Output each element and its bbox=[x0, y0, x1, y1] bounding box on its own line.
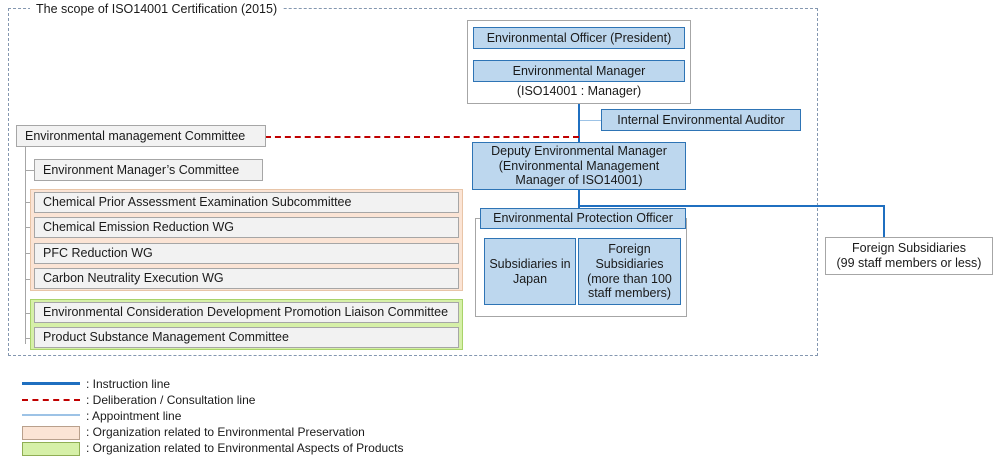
environmental-manager-label: Environmental Manager bbox=[512, 63, 646, 78]
legend-swatch-appointment-line bbox=[22, 408, 80, 423]
instruction-line-top-to-deputy bbox=[578, 104, 580, 142]
environmental-officer-label: Environmental Officer (President) bbox=[486, 30, 672, 45]
scope-title: The scope of ISO14001 Certification (201… bbox=[30, 1, 284, 17]
deputy-environmental-manager-box[interactable]: Deputy Environmental Manager (Environmen… bbox=[472, 142, 686, 190]
legend-label-appointment: : Appointment line bbox=[86, 408, 182, 423]
preservation-item-2[interactable]: PFC Reduction WG bbox=[34, 243, 459, 264]
preservation-item-0-label: Chemical Prior Assessment Examination Su… bbox=[43, 195, 352, 210]
legend-label-preservation: : Organization related to Environmental … bbox=[86, 424, 365, 439]
legend-swatch-deliberation-line bbox=[22, 392, 80, 407]
products-item-1[interactable]: Product Substance Management Committee bbox=[34, 327, 459, 348]
foreign-large-line-4: staff members) bbox=[587, 286, 672, 301]
foreign-large-line-1: Foreign bbox=[608, 242, 651, 256]
foreign-small-line-1: Foreign Subsidiaries bbox=[852, 241, 966, 255]
foreign-large-line-3: (more than 100 bbox=[587, 271, 672, 286]
legend-row-appointment: : Appointment line bbox=[22, 408, 522, 423]
legend-swatch-preservation-fill bbox=[22, 424, 80, 440]
products-item-0-label: Environmental Consideration Development … bbox=[43, 305, 449, 320]
foreign-subsidiaries-large-box[interactable]: Foreign Subsidiaries (more than 100 staf… bbox=[578, 238, 681, 305]
preservation-item-1[interactable]: Chemical Emission Reduction WG bbox=[34, 217, 459, 238]
legend-label-deliberation: : Deliberation / Consultation line bbox=[86, 392, 256, 407]
instruction-line-deputy-to-protection bbox=[578, 190, 580, 211]
appointment-line-to-auditor bbox=[580, 120, 602, 121]
foreign-small-line-2: (99 staff members or less) bbox=[836, 256, 982, 270]
foreign-subsidiaries-small-box[interactable]: Foreign Subsidiaries (99 staff members o… bbox=[825, 237, 993, 275]
subsidiaries-japan-line-2: Japan bbox=[512, 271, 548, 286]
instruction-line-to-foreign-small-h bbox=[578, 205, 885, 207]
deputy-line-3: Manager of ISO14001) bbox=[515, 173, 643, 188]
internal-environmental-auditor-label: Internal Environmental Auditor bbox=[617, 112, 785, 127]
iso14001-scope-frame bbox=[8, 8, 818, 356]
preservation-item-3[interactable]: Carbon Neutrality Execution WG bbox=[34, 268, 459, 289]
legend-label-products: : Organization related to Environmental … bbox=[86, 440, 404, 455]
legend: : Instruction line : Deliberation / Cons… bbox=[22, 376, 522, 456]
products-item-1-label: Product Substance Management Committee bbox=[43, 330, 289, 345]
internal-environmental-auditor-box[interactable]: Internal Environmental Auditor bbox=[601, 109, 801, 131]
deputy-line-2: (Environmental Management bbox=[498, 158, 660, 173]
tree-stub-1 bbox=[25, 170, 35, 171]
legend-label-instruction: : Instruction line bbox=[86, 376, 171, 391]
preservation-item-0[interactable]: Chemical Prior Assessment Examination Su… bbox=[34, 192, 459, 213]
manager-iso-note-label: (ISO14001 : Manager) bbox=[516, 84, 642, 98]
manager-iso-note: (ISO14001 : Manager) bbox=[473, 83, 685, 99]
environment-managers-committee-label: Environment Manager’s Committee bbox=[43, 162, 240, 177]
deputy-line-1: Deputy Environmental Manager bbox=[491, 143, 667, 158]
legend-swatch-products-fill bbox=[22, 440, 80, 456]
environment-managers-committee-box[interactable]: Environment Manager’s Committee bbox=[34, 159, 263, 181]
legend-swatch-instruction-line bbox=[22, 376, 80, 391]
environmental-protection-officer-label: Environmental Protection Officer bbox=[493, 211, 673, 226]
legend-row-products: : Organization related to Environmental … bbox=[22, 440, 522, 456]
environmental-manager-box[interactable]: Environmental Manager bbox=[473, 60, 685, 82]
subsidiaries-in-japan-box[interactable]: Subsidiaries in Japan bbox=[484, 238, 576, 305]
left-tree-spine bbox=[25, 147, 26, 344]
legend-row-preservation: : Organization related to Environmental … bbox=[22, 424, 522, 440]
instruction-line-to-foreign-small-v bbox=[883, 205, 885, 238]
preservation-item-1-label: Chemical Emission Reduction WG bbox=[43, 220, 235, 235]
deliberation-consultation-line bbox=[265, 136, 579, 138]
preservation-item-2-label: PFC Reduction WG bbox=[43, 246, 153, 261]
environmental-management-committee-label: Environmental management Committee bbox=[25, 128, 246, 143]
subsidiaries-japan-line-1: Subsidiaries in bbox=[489, 256, 571, 271]
environmental-officer-box[interactable]: Environmental Officer (President) bbox=[473, 27, 685, 49]
legend-row-deliberation: : Deliberation / Consultation line bbox=[22, 392, 522, 407]
preservation-item-3-label: Carbon Neutrality Execution WG bbox=[43, 271, 224, 286]
foreign-large-line-2: Subsidiaries bbox=[595, 256, 664, 271]
legend-row-instruction: : Instruction line bbox=[22, 376, 522, 391]
environmental-protection-officer-box[interactable]: Environmental Protection Officer bbox=[480, 208, 686, 229]
environmental-management-committee-box[interactable]: Environmental management Committee bbox=[16, 125, 266, 147]
products-item-0[interactable]: Environmental Consideration Development … bbox=[34, 302, 459, 323]
